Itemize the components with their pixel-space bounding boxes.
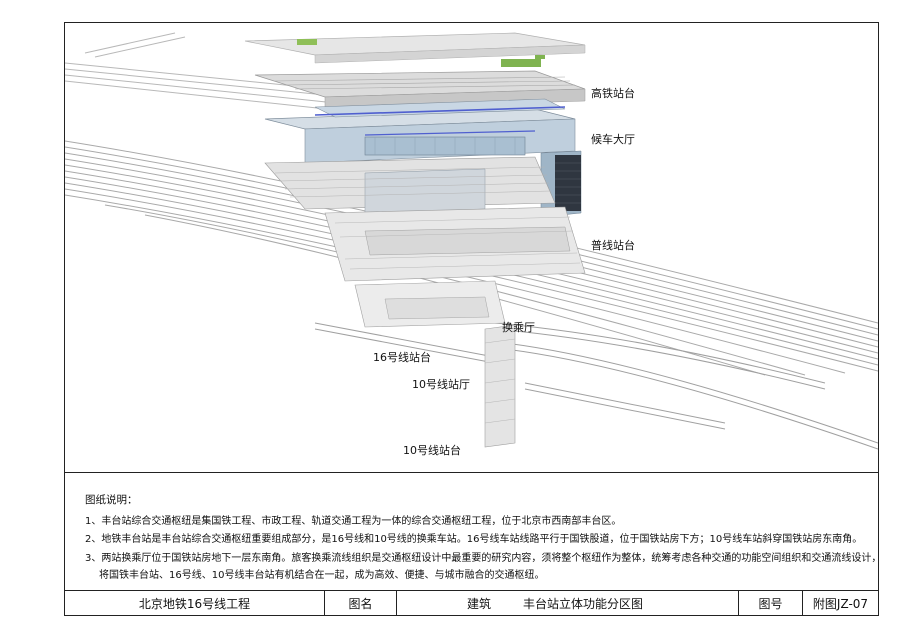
- isometric-drawing: 高铁站台 候车大厅 普线站台 换乘厅 16号线站台 10号线站厅 10号线站台: [65, 23, 878, 472]
- drawing-name: 丰台站立体功能分区图: [523, 596, 644, 611]
- title-block: 北京地铁16号线工程 图名 建筑 丰台站立体功能分区图 图号 附图JZ-07: [65, 590, 878, 615]
- label-line16-platform: 16号线站台: [373, 351, 431, 364]
- notes-title: 图纸说明：: [85, 494, 138, 506]
- drawing-no-label: 图号: [739, 591, 803, 615]
- roof-layer: [244, 32, 586, 67]
- transfer-side-tracks: [314, 322, 878, 450]
- label-high-speed-platform: 高铁站台: [591, 87, 635, 100]
- high-speed-platform-layer: [254, 70, 586, 110]
- mid-structure-layer: [264, 156, 556, 214]
- label-conventional-platform: 普线站台: [591, 239, 635, 252]
- conventional-platform-layer: [324, 206, 586, 282]
- note-item: 2、地铁丰台站是丰台站综合交通枢纽重要组成部分，是16号线和10号线的换乘车站。…: [85, 534, 863, 545]
- label-line10-hall: 10号线站厅: [412, 378, 470, 391]
- note-item-continuation: 将国铁丰台站、16号线、10号线丰台站有机结合在一起，成为高效、便捷、与城市融合…: [99, 570, 545, 581]
- station-isometric-illustration: [65, 32, 878, 450]
- drawing-frame: 高铁站台 候车大厅 普线站台 换乘厅 16号线站台 10号线站厅 10号线站台 …: [64, 22, 882, 616]
- note-item: 3、两站换乘厅位于国铁站房地下一层东南角。旅客换乘流线组织是交通枢纽设计中最重要…: [85, 553, 882, 564]
- drawing-title-cell: 建筑 丰台站立体功能分区图: [397, 591, 739, 615]
- drawing-name-label: 图名: [325, 591, 397, 615]
- label-line10-platform: 10号线站台: [403, 444, 461, 457]
- note-item: 1、丰台站综合交通枢纽是集国铁工程、市政工程、轨道交通工程为一体的综合交通枢纽工…: [85, 516, 622, 527]
- drawing-no: 附图JZ-07: [812, 596, 869, 611]
- project-name: 北京地铁16号线工程: [65, 591, 325, 615]
- waiting-hall-layer: [264, 98, 582, 218]
- discipline: 建筑: [467, 596, 492, 611]
- label-waiting-hall: 候车大厅: [591, 133, 635, 146]
- label-transfer-hall: 换乘厅: [502, 321, 535, 334]
- drawing-notes: 图纸说明： 1、丰台站综合交通枢纽是集国铁工程、市政工程、轨道交通工程为一体的综…: [65, 472, 882, 590]
- underground-layer: [354, 280, 516, 448]
